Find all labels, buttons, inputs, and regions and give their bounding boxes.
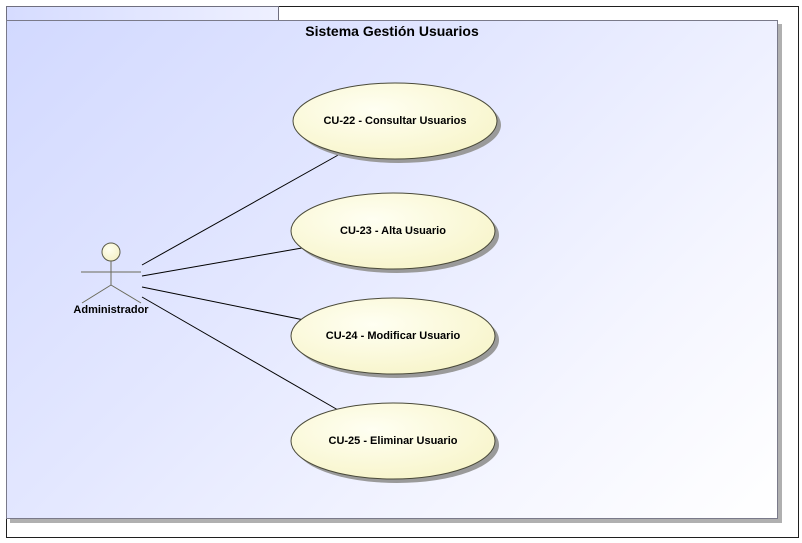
association-line-cu23[interactable] bbox=[141, 247, 303, 277]
usecase-label-cu22: CU-22 - Consultar Usuarios bbox=[323, 115, 467, 127]
association-line-cu22[interactable] bbox=[141, 153, 341, 266]
usecase-label-cu25: CU-25 - Eliminar Usuario bbox=[328, 435, 458, 447]
usecase-label-cu23: CU-23 - Alta Usuario bbox=[340, 225, 446, 237]
usecase-cu24[interactable] bbox=[290, 297, 499, 378]
actor-figure[interactable] bbox=[81, 242, 142, 304]
association-line-cu25[interactable] bbox=[141, 296, 339, 411]
usecase-cu23[interactable] bbox=[290, 192, 499, 273]
system-boundary-title: Sistema Gestión Usuarios bbox=[305, 23, 479, 39]
actor-right-leg bbox=[110, 284, 142, 304]
usecase-label-cu24: CU-24 - Modificar Usuario bbox=[325, 330, 461, 342]
actor-left-leg bbox=[81, 284, 112, 304]
association-line-cu24[interactable] bbox=[141, 286, 305, 321]
actor-head bbox=[101, 242, 121, 262]
usecase-cu22[interactable] bbox=[292, 82, 501, 163]
diagram-frame-tab bbox=[6, 6, 279, 20]
actor-label: Administrador bbox=[73, 304, 149, 316]
usecase-cu25[interactable] bbox=[290, 402, 499, 483]
